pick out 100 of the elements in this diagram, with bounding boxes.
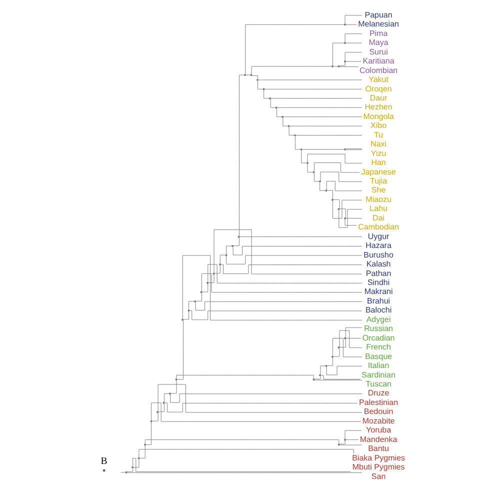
node-point xyxy=(325,190,328,192)
connector xyxy=(170,394,362,403)
connector xyxy=(152,412,158,422)
node-point xyxy=(288,125,290,128)
connector xyxy=(302,149,344,150)
connector xyxy=(138,449,354,458)
node-point xyxy=(344,217,346,220)
connector xyxy=(164,402,358,412)
node-point xyxy=(344,337,346,340)
node-point xyxy=(144,444,146,446)
connector xyxy=(332,42,344,66)
connector xyxy=(239,236,362,238)
node-point xyxy=(294,134,296,136)
connector xyxy=(301,150,307,164)
node-point xyxy=(338,346,340,348)
node-point xyxy=(169,392,171,395)
connector xyxy=(126,472,362,473)
connector xyxy=(276,108,282,118)
connector xyxy=(307,164,313,172)
node-point xyxy=(312,378,315,380)
connector xyxy=(320,375,360,380)
connector xyxy=(164,393,170,402)
node-point xyxy=(238,236,240,238)
connector xyxy=(332,200,362,219)
connector xyxy=(307,154,362,164)
node-point xyxy=(332,198,334,201)
connector xyxy=(344,218,357,226)
node-point xyxy=(344,24,346,26)
node-point xyxy=(332,356,334,358)
connector xyxy=(245,24,344,75)
connector xyxy=(344,430,362,440)
connector xyxy=(320,172,362,182)
connector xyxy=(283,116,362,118)
connector xyxy=(146,422,152,445)
node-point xyxy=(344,438,346,441)
connector xyxy=(158,384,362,413)
connector xyxy=(270,98,276,108)
connector xyxy=(314,162,360,173)
connector xyxy=(294,136,301,150)
connector xyxy=(344,15,362,24)
connector xyxy=(188,301,194,310)
node-point xyxy=(344,148,346,150)
connector xyxy=(264,88,362,90)
connector xyxy=(339,208,346,218)
connector xyxy=(270,98,362,99)
connector xyxy=(338,440,346,444)
connector xyxy=(339,338,346,348)
node-point xyxy=(150,420,152,422)
label: B xyxy=(100,456,108,468)
connector xyxy=(282,117,288,126)
connector xyxy=(320,366,326,375)
connector xyxy=(326,180,362,192)
node-point xyxy=(138,457,140,460)
connector xyxy=(195,301,362,310)
node-point xyxy=(225,254,228,256)
connector xyxy=(326,366,362,376)
node-point xyxy=(125,471,128,474)
node-point xyxy=(300,148,302,150)
connector xyxy=(133,458,140,468)
connector xyxy=(333,66,338,67)
node-point xyxy=(256,78,258,81)
connector xyxy=(344,52,362,61)
connector xyxy=(320,182,326,191)
node-point xyxy=(338,208,340,210)
node-point xyxy=(162,402,165,404)
connector xyxy=(264,90,270,99)
node-point xyxy=(194,300,196,302)
connector xyxy=(257,80,264,90)
connector xyxy=(232,246,362,256)
node-point xyxy=(188,310,190,312)
node-point xyxy=(156,411,158,414)
connector xyxy=(346,218,362,219)
connector xyxy=(220,254,226,264)
connector xyxy=(314,172,320,182)
connector xyxy=(332,338,362,358)
node-point xyxy=(250,74,252,76)
connector xyxy=(158,403,164,412)
node-point xyxy=(212,272,215,275)
connector xyxy=(239,74,244,237)
connector xyxy=(346,24,357,25)
connector xyxy=(208,274,214,283)
node-point xyxy=(325,364,328,367)
node-point xyxy=(275,106,278,109)
connector xyxy=(208,264,362,284)
connector xyxy=(126,468,134,472)
connector xyxy=(339,444,362,446)
node-point xyxy=(132,466,134,468)
node-point xyxy=(175,378,178,380)
connector xyxy=(314,376,321,380)
node-point xyxy=(332,65,334,68)
connector xyxy=(326,190,333,200)
connector xyxy=(251,66,332,74)
connector xyxy=(214,265,220,274)
node-point xyxy=(306,162,308,164)
connector xyxy=(202,283,208,292)
node-point xyxy=(182,318,184,321)
connector xyxy=(226,246,232,255)
node-point xyxy=(219,263,221,266)
connector xyxy=(345,327,362,338)
node-point xyxy=(282,116,284,118)
